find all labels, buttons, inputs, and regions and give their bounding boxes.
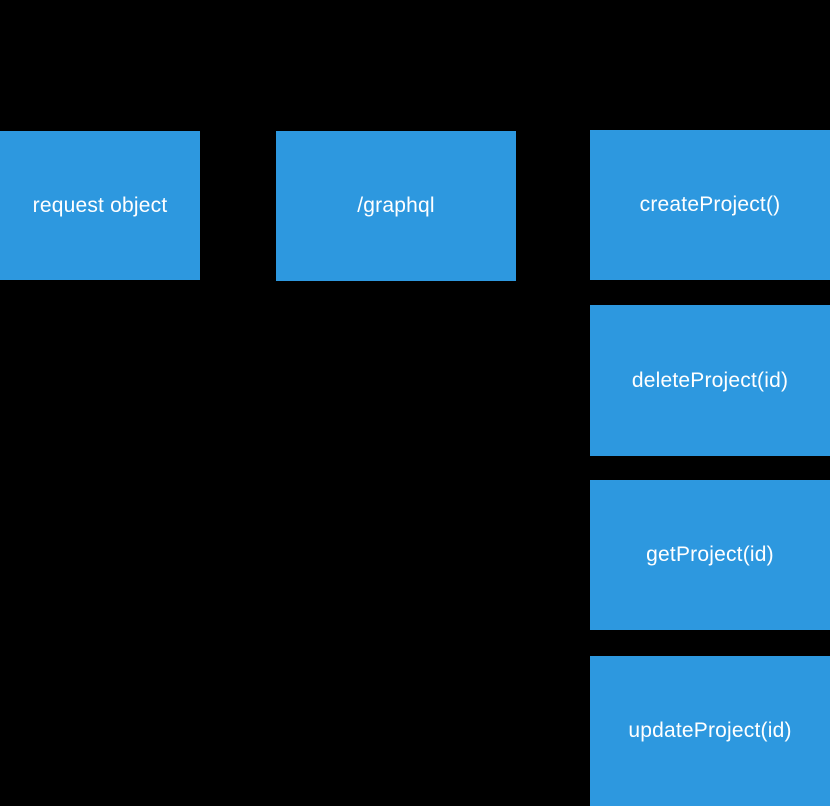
node-graphql-endpoint: /graphql <box>276 131 516 281</box>
node-delete-project-label: deleteProject(id) <box>631 368 789 392</box>
node-update-project: updateProject(id) <box>590 656 830 806</box>
node-graphql-endpoint-label: /graphql <box>357 194 435 217</box>
node-create-project: createProject() <box>590 130 830 280</box>
node-delete-project: deleteProject(id) <box>590 305 830 456</box>
node-create-project-label: createProject() <box>639 193 781 216</box>
node-update-project-label: updateProject(id) <box>628 719 792 742</box>
node-get-project-label: getProject(id) <box>646 543 774 566</box>
node-request-object: request object <box>0 131 200 280</box>
node-get-project: getProject(id) <box>590 480 830 630</box>
node-request-object-label: request object <box>32 193 168 217</box>
